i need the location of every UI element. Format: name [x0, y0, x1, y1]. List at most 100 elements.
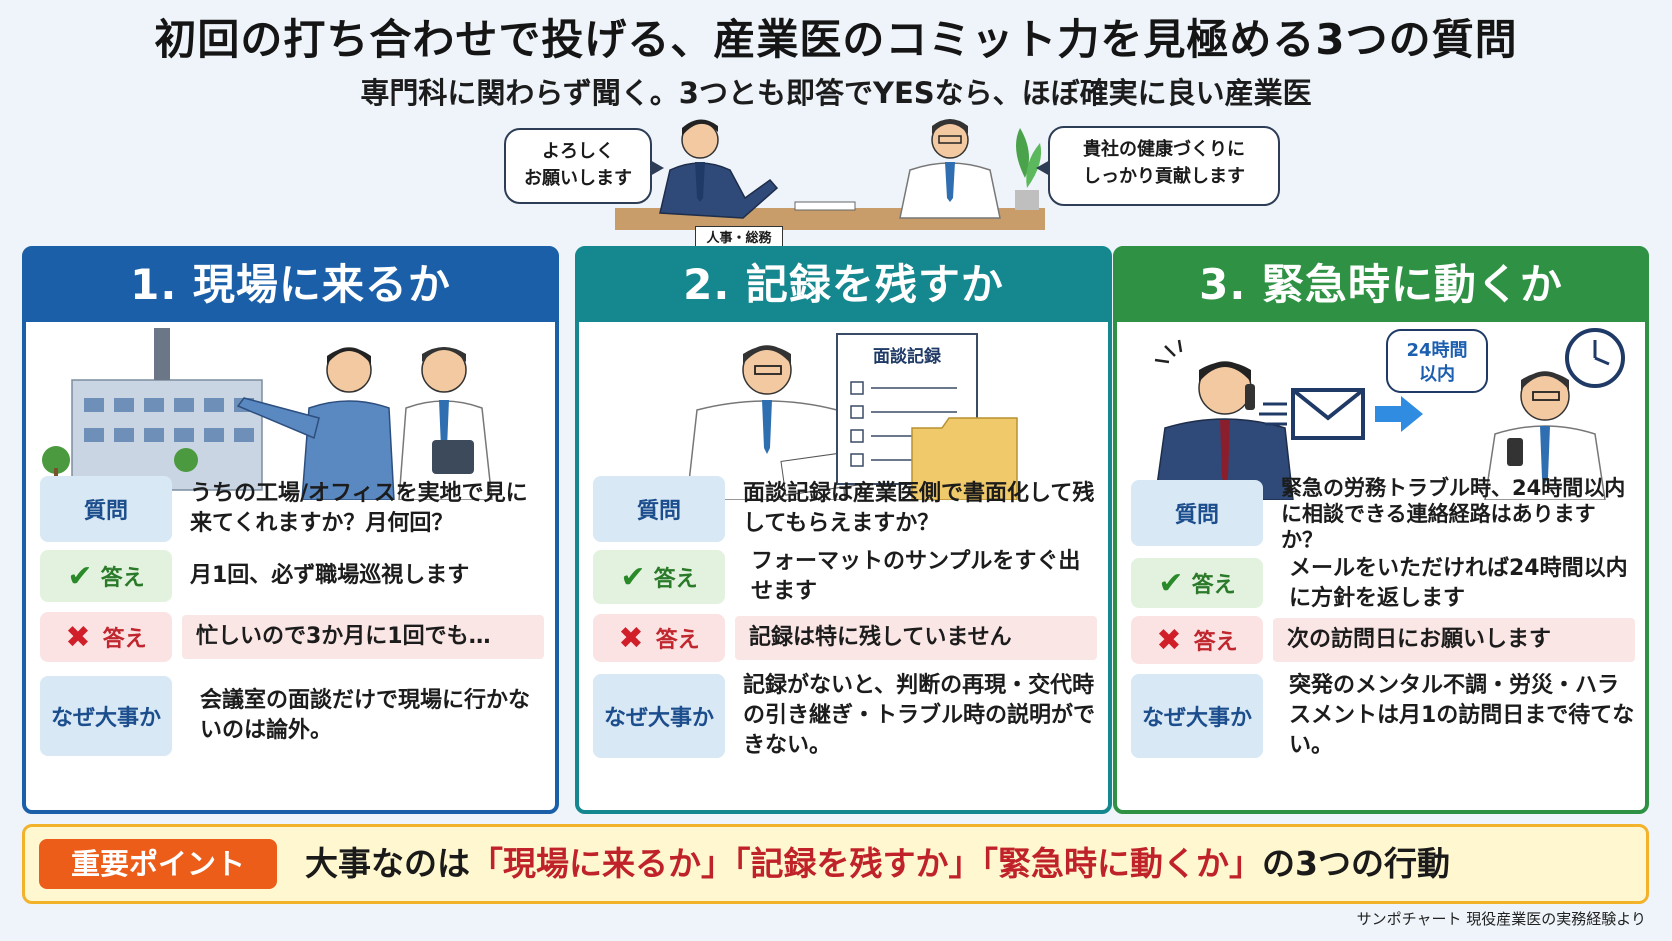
doctor-hair — [422, 347, 466, 362]
plant-leaf — [1016, 128, 1029, 178]
key-point-badge: 重要ポイント — [39, 839, 277, 889]
cross-icon: ✖ — [618, 620, 644, 656]
good-answer-text: フォーマットのサンプルをすぐ出せます — [751, 549, 1081, 604]
speech-text: しっかり貢献します — [1083, 166, 1245, 187]
label-text: 答え — [1191, 573, 1236, 598]
plant-leaf — [1026, 143, 1042, 188]
doctor-hair — [932, 119, 968, 134]
key-point-text-part: の3つの行動 — [1262, 844, 1450, 883]
check-icon: ✔ — [1158, 565, 1184, 601]
why-row: なぜ大事か 会議室の面談だけで現場に行かないのは論外。 — [40, 676, 544, 756]
businessman-hair — [1199, 362, 1251, 382]
worker-hair — [327, 348, 371, 364]
good-answer-label: ✔ 答え — [593, 550, 725, 604]
bad-answer-text: 記録は特に残していません — [735, 616, 1097, 660]
bad-answer-label: ✖ 答え — [40, 612, 172, 662]
doctor-glasses — [938, 135, 962, 144]
speech-text: 貴社の健康づくりに — [1083, 139, 1245, 160]
good-answer-row: ✔ 答え フォーマットのサンプルをすぐ出せます — [593, 549, 1097, 604]
factory-illustration — [42, 328, 493, 500]
time-bubble — [1386, 329, 1488, 393]
card-site-visit: 1. 現場に来るか 質問 うちの工場/オフィスを実地で見に来てくれますか？月何回… — [22, 246, 559, 814]
speech-bubble-hr: よろしく お願いします — [504, 128, 664, 204]
plant-pot — [1015, 190, 1039, 210]
stress-mark-icon — [1154, 339, 1183, 364]
question-row: 質問 うちの工場/オフィスを実地で見に来てくれますか？月何回？ — [40, 476, 544, 542]
key-point-text-part: 大事なのは — [305, 844, 470, 883]
label-text: 答え — [655, 628, 700, 653]
key-point-text: 大事なのは「現場に来るか」「記録を残すか」「緊急時に動くか」の3つの行動 — [305, 835, 1636, 893]
meeting-illustration — [615, 119, 1045, 230]
label-text: 答え — [102, 627, 147, 652]
good-answer-text: メールをいただければ24時間以内に方針を返します — [1289, 556, 1628, 611]
good-answer-label: ✔ 答え — [40, 550, 172, 602]
question-text: うちの工場/オフィスを実地で見に来てくれますか？月何回？ — [190, 481, 528, 536]
doctor-glasses — [1532, 391, 1560, 401]
doctor-tie — [1540, 426, 1550, 484]
why-text: 会議室の面談だけで現場に行かないのは論外。 — [200, 688, 531, 743]
record-title: 面談記録 — [873, 346, 942, 367]
why-row: なぜ大事か 突発のメンタル不調・労災・ハラスメントは月1の訪問日まで待てない。 — [1131, 673, 1635, 758]
bad-answer-label: ✖ 答え — [1131, 616, 1263, 664]
question-label: 質問 — [593, 476, 725, 542]
good-answer-label: ✔ 答え — [1131, 558, 1263, 608]
check-icon: ✔ — [620, 559, 646, 595]
bad-answer-label: ✖ 答え — [593, 614, 725, 662]
folder-icon — [911, 417, 1018, 500]
card-heading: 3. 緊急時に動くか — [1117, 250, 1645, 322]
worker-uniform — [301, 400, 395, 500]
emergency-illustration: 24時間 以内 — [1154, 328, 1625, 500]
mail-flap — [1291, 388, 1365, 421]
why-label: なぜ大事か — [40, 676, 172, 756]
clipboard — [432, 440, 474, 474]
label-text: 答え — [653, 567, 698, 592]
hr-tie — [695, 162, 705, 202]
why-label: なぜ大事か — [593, 674, 725, 758]
speech-text: お願いします — [524, 168, 632, 189]
good-answer-row: ✔ 答え メールをいただければ24時間以内に方針を返します — [1131, 556, 1635, 612]
question-label: 質問 — [1131, 480, 1263, 546]
meeting-scene: よろしく お願いします 人事・総務 貴社の健康づくりに しっかり貢献します — [500, 118, 1300, 253]
card-heading: 2. 記録を残すか — [579, 250, 1108, 322]
key-point-bar: 重要ポイント 大事なのは「現場に来るか」「記録を残すか」「緊急時に動くか」の3つ… — [22, 824, 1649, 904]
businessman-tie — [1220, 420, 1230, 484]
worker-arm — [236, 397, 320, 440]
bad-answer-row: ✖ 答え 記録は特に残していません — [593, 614, 1097, 662]
paper — [794, 201, 856, 211]
good-answer-row: ✔ 答え 月1回、必ず職場巡視します — [40, 550, 544, 602]
label-text: 答え — [100, 566, 145, 591]
bad-answer-text: 次の訪問日にお願いします — [1273, 618, 1635, 662]
phone-icon — [1245, 384, 1255, 410]
card-heading: 1. 現場に来るか — [26, 250, 555, 322]
card-emergency-response: 3. 緊急時に動くか 24時間 以内 質問 緊急の労務トラブル時、2 — [1113, 246, 1649, 814]
card-record-keeping: 2. 記録を残すか 面談記録 質問 面談記録は産業医側で書面化して残してもらえま… — [575, 246, 1112, 814]
time-bubble-text: 24時間 — [1406, 340, 1467, 361]
bad-answer-text: 忙しいので3か月に1回でも… — [182, 615, 544, 659]
source-credit: サンポチャート 現役産業医の実務経験より — [1356, 910, 1646, 928]
why-label: なぜ大事か — [1131, 674, 1263, 758]
hr-hair — [682, 119, 718, 136]
good-answer-text: 月1回、必ず職場巡視します — [190, 563, 470, 588]
check-icon: ✔ — [67, 558, 93, 594]
doctor-tie — [762, 400, 772, 454]
question-row: 質問 緊急の労務トラブル時、24時間以内に相談できる連絡経路はありますか？ — [1131, 476, 1635, 552]
speech-text: よろしく — [542, 141, 614, 162]
speech-bubble-doctor: 貴社の健康づくりに しっかり貢献します — [1036, 126, 1280, 206]
why-row: なぜ大事か 記録がないと、判断の再現・交代時の引き継ぎ・トラブル時の説明ができな… — [593, 673, 1097, 758]
cross-icon: ✖ — [1156, 622, 1182, 658]
doctor-glasses — [754, 365, 782, 375]
key-point-highlight: 「現場に来るか」「記録を残すか」「緊急時に動くか」 — [470, 844, 1262, 883]
cross-icon: ✖ — [65, 619, 91, 655]
page-subtitle: 専門科に関わらず聞く。3つとも即答でYESなら、ほぼ確実に良い産業医 — [360, 76, 1312, 110]
bad-answer-row: ✖ 答え 忙しいので3か月に1回でも… — [40, 612, 544, 662]
doctor-hair — [1521, 372, 1569, 390]
doctor-tie — [945, 162, 955, 202]
question-label: 質問 — [40, 476, 172, 542]
question-text: 緊急の労務トラブル時、24時間以内に相談できる連絡経路はありますか？ — [1281, 476, 1626, 552]
label-text: 答え — [1193, 630, 1238, 655]
page-title: 初回の打ち合わせで投げる、産業医のコミット力を見極める3つの質問 — [154, 15, 1518, 64]
tree — [42, 446, 70, 474]
why-text: 記録がないと、判断の再現・交代時の引き継ぎ・トラブル時の説明ができない。 — [743, 673, 1096, 758]
record-illustration: 面談記録 — [686, 333, 1018, 500]
doctor-hair — [743, 346, 791, 364]
